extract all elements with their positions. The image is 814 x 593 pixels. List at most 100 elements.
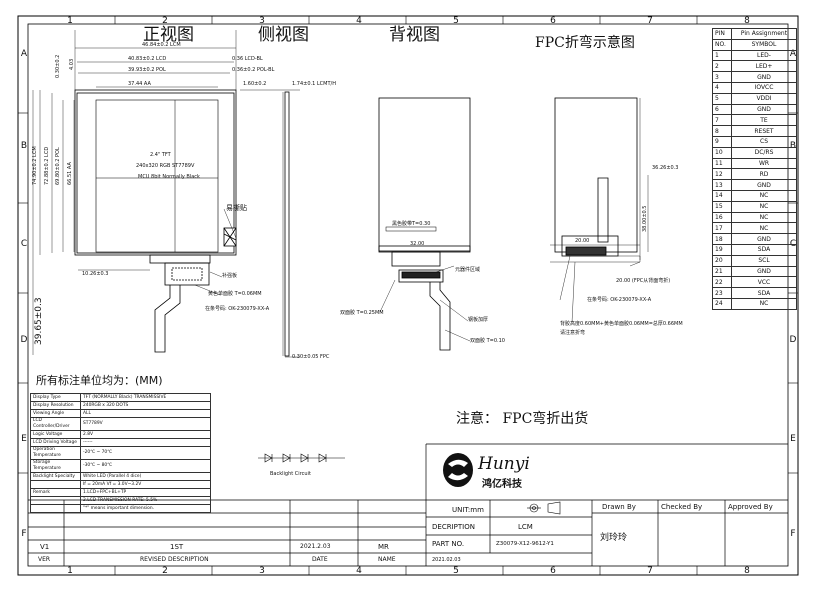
pin-number: 21 <box>712 265 732 278</box>
backlight-label: Backlight Circuit <box>270 471 311 477</box>
spec-value: 1.LCD+FPC+BL+TP <box>80 488 211 497</box>
spec-key: LCD Controller/Driver <box>30 417 81 431</box>
spec-value: 2.8V <box>80 430 211 439</box>
projection-symbol-icon <box>527 501 561 515</box>
yellow-tape-label: 黄色单面胶 T=0.06MM <box>208 291 262 297</box>
part-no-value: Z30079-X12-9612-Y1 <box>496 541 554 547</box>
pin-number: 23 <box>712 287 732 299</box>
glue-note-2: 请注意折弯 <box>560 330 586 336</box>
pin-symbol: DC/RS <box>731 146 797 159</box>
grid-col-4-bottom: 4 <box>356 566 362 576</box>
dim-bend-r1: 36.26±0.3 <box>652 165 679 171</box>
pin-symbol: GND <box>731 179 797 191</box>
company-name-cn: 鸿亿科技 <box>482 479 522 490</box>
lcd-mode-text: MCU 8bit Normally Black <box>138 174 200 180</box>
grid-row-d: D <box>20 335 28 345</box>
steel-plate-label: 钢板加厚 <box>468 317 489 323</box>
dim-fpc-thickness: 0.30±0.05 FPC <box>292 354 330 360</box>
pin-number: 24 <box>712 297 732 310</box>
spec-value: If = 20mA Vf = 3.0V~3.2V <box>80 480 211 489</box>
grid-row-f-right: F <box>790 529 796 539</box>
dim-top-aa: 4.03 <box>69 58 75 70</box>
back-view-title: 背视图 <box>389 25 440 45</box>
grid-row-e: E <box>21 434 27 444</box>
dim-bend-r2: 38.00±0.5 <box>642 205 648 232</box>
pin-number: 15 <box>712 200 732 213</box>
pin-symbol: NC <box>731 297 797 310</box>
dim-lcm-width: 46.84±0.2 LCM <box>142 42 181 48</box>
dim-top-offset: 0.30±0.2 <box>55 54 61 78</box>
spec-value: 2.LCD TRANSMISSION RATE: 5.5% <box>80 496 211 505</box>
lcd-res-text: 240x320 RGB ST7789V <box>136 163 195 169</box>
drawing-date: 2021.02.03 <box>432 557 461 563</box>
grid-col-1: 1 <box>67 16 73 26</box>
description-label: DECRIPTION <box>432 523 475 531</box>
dim-pol-bl: 0.36±0.2 POL-BL <box>232 67 275 73</box>
pin-symbol: GND <box>731 103 797 116</box>
spec-key: Backlight Specialty <box>30 472 81 481</box>
spec-key <box>30 480 81 489</box>
pin-symbol: GND <box>731 265 797 278</box>
rev-header-date: DATE <box>312 556 328 563</box>
spec-value: ST7789V <box>80 417 211 431</box>
pin-number: 5 <box>712 92 732 105</box>
drawn-by-label: Drawn By <box>602 503 636 511</box>
spec-row: 2.LCD TRANSMISSION RATE: 5.5% <box>30 496 211 505</box>
pin-number: 10 <box>712 146 732 159</box>
dim-thickness: 1.60±0.2 <box>243 81 267 87</box>
company-name: Hunyi <box>478 454 530 474</box>
grid-col-5: 5 <box>453 16 459 26</box>
pin-symbol: IOVCC <box>731 81 797 94</box>
grid-col-3-bottom: 3 <box>259 566 265 576</box>
pin-symbol: NC <box>731 211 797 224</box>
part-no-fpc-label: 在条号码: OK-230079-XX-A <box>205 306 270 312</box>
spec-key: LCD Driving Voltage <box>30 438 81 447</box>
grid-col-2-bottom: 2 <box>162 566 168 576</box>
dim-aa-height: 66.51 AA <box>67 162 73 185</box>
pin-header-assign: Pin Assignment <box>731 28 797 40</box>
grid-col-1-bottom: 1 <box>67 566 73 576</box>
pin-symbol: WR <box>731 157 797 170</box>
pin-header-pin: PIN <box>712 28 732 40</box>
grid-col-8-bottom: 8 <box>744 566 750 576</box>
pin-symbol: NC <box>731 200 797 213</box>
pin-symbol: NC <box>731 222 797 235</box>
pin-number: 22 <box>712 276 732 289</box>
rev-description: 1ST <box>170 543 184 551</box>
grid-col-7-bottom: 7 <box>647 566 653 576</box>
pin-symbol: RESET <box>731 125 797 137</box>
easy-tear-label: 易撕贴 <box>226 204 247 212</box>
spec-key: Display Type <box>30 393 81 402</box>
pin-symbol: GND <box>731 233 797 245</box>
lcd-size-text: 2.4" TFT <box>150 152 171 158</box>
dim-lcm-height: 74.90±0.2 LCM <box>32 146 38 185</box>
spec-key: Remark <box>30 488 81 497</box>
pin-symbol: RD <box>731 168 797 181</box>
pin-symbol: SDA <box>731 287 797 299</box>
pin-number: 12 <box>712 168 732 181</box>
dim-lcd-bl: 0.36 LCD-BL <box>232 56 263 62</box>
pin-number: 4 <box>712 81 732 94</box>
spec-row: Storage Temperature-30℃ ~ 80℃ <box>30 459 211 473</box>
rev-header-desc: REVISED DESCRIPTION <box>140 556 209 563</box>
checked-by-label: Checked By <box>661 503 703 511</box>
pin-subheader-no: NO. <box>712 38 732 51</box>
grid-row-e-right: E <box>790 434 796 444</box>
dim-pol-height: 69.80±0.2 POL <box>55 147 61 185</box>
rev-header-name: NAME <box>378 556 396 563</box>
